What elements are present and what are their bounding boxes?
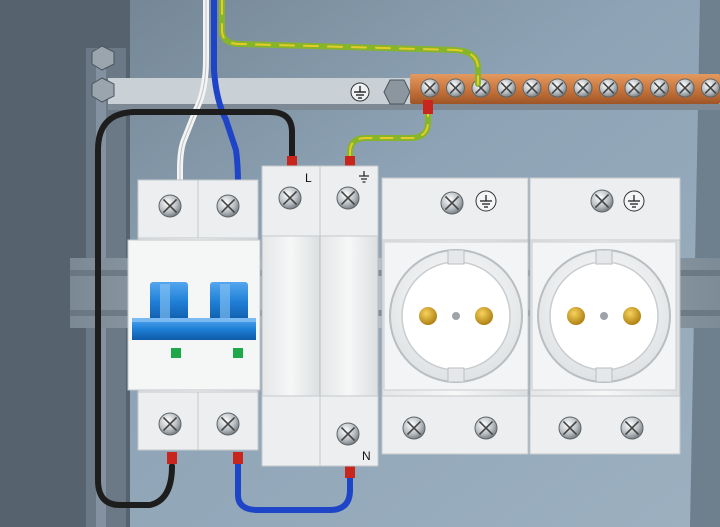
screw-icon[interactable] bbox=[624, 78, 644, 98]
ground-symbol-icon bbox=[623, 190, 645, 212]
screw-icon[interactable] bbox=[474, 416, 498, 440]
hex-bolt-icon bbox=[91, 45, 411, 105]
screw-icon[interactable] bbox=[336, 422, 360, 446]
socket-outlet-icon[interactable] bbox=[531, 190, 677, 391]
screw-icon[interactable] bbox=[216, 194, 240, 218]
screw-icon[interactable] bbox=[216, 412, 240, 436]
screw-icon[interactable] bbox=[522, 78, 542, 98]
busbar-screw-row bbox=[420, 78, 720, 98]
blue-wire-bottom bbox=[235, 459, 353, 513]
neutral-terminal-label: N bbox=[362, 449, 371, 463]
screw-icon[interactable] bbox=[440, 191, 464, 215]
screw-icon[interactable] bbox=[158, 194, 182, 218]
screw-icon[interactable] bbox=[558, 416, 582, 440]
screw-icon[interactable] bbox=[336, 186, 360, 210]
wire-ferrules bbox=[167, 100, 433, 478]
blue-wire-top bbox=[211, 0, 241, 187]
ground-symbol-icon bbox=[359, 171, 369, 183]
screw-icon[interactable] bbox=[548, 78, 567, 98]
screw-icon[interactable] bbox=[701, 78, 720, 98]
wiring bbox=[95, 0, 481, 513]
screw-icon[interactable] bbox=[675, 78, 695, 98]
screw-icon[interactable] bbox=[278, 186, 302, 210]
line-terminal-label: L bbox=[305, 171, 312, 185]
ground-symbol-icon bbox=[475, 190, 497, 212]
led-indicator-icon bbox=[171, 348, 243, 358]
screw-icon[interactable] bbox=[420, 78, 440, 98]
line-neutral-terminals: L N bbox=[261, 165, 379, 467]
black-wire bbox=[95, 109, 295, 508]
screw-icon[interactable] bbox=[599, 78, 618, 98]
screw-icon[interactable] bbox=[402, 416, 426, 440]
screw-icon[interactable] bbox=[590, 189, 614, 213]
circuit-breaker bbox=[127, 179, 261, 451]
screw-icon[interactable] bbox=[650, 78, 669, 98]
socket-outlet-icon[interactable] bbox=[383, 190, 529, 391]
terminal-screws bbox=[158, 186, 644, 446]
screw-icon[interactable] bbox=[446, 78, 465, 98]
screw-icon[interactable] bbox=[620, 416, 644, 440]
screw-icon[interactable] bbox=[497, 78, 516, 98]
ground-symbol-icon bbox=[350, 82, 370, 102]
screw-icon[interactable] bbox=[573, 78, 593, 98]
screw-icon[interactable] bbox=[158, 412, 182, 436]
toggle-lever-icon[interactable] bbox=[132, 282, 256, 340]
